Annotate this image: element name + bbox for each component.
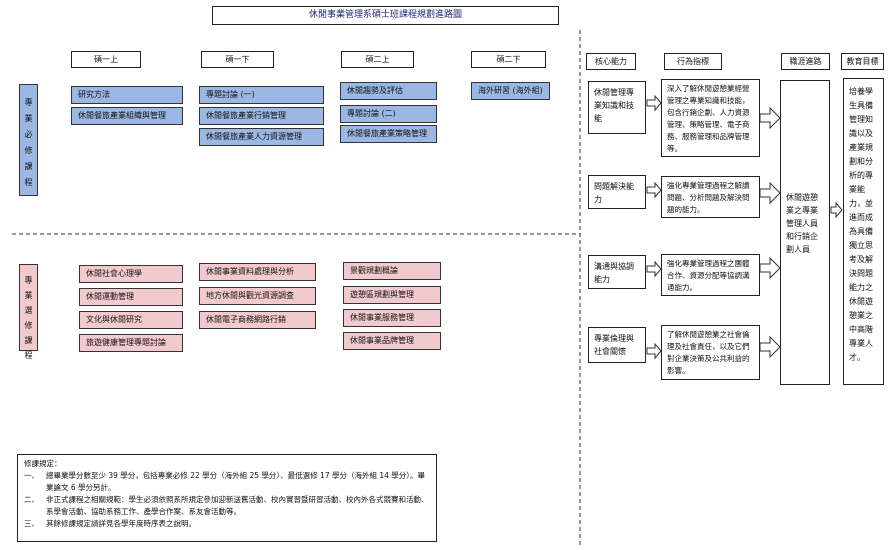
elective-course: 文化與休閒研究 bbox=[79, 311, 183, 329]
course-rule: 二、 非正式課程之相關規範：學生必須依照系所規定參加迎新送舊活動、校內實習暨研習… bbox=[24, 494, 430, 518]
core-ability-item: 休閒管理專業知識和技能 bbox=[588, 81, 646, 134]
elective-course: 旅遊健康管理專題討論 bbox=[79, 334, 183, 352]
elective-course: 休閒事業服務管理 bbox=[343, 309, 441, 327]
behavior-indicator-header: 行為指標 bbox=[664, 53, 722, 70]
elective-course: 休閒運動管理 bbox=[79, 288, 183, 306]
course-rule: 一、 總畢業學分數至少 39 學分，包括專業必修 22 學分（海外組 25 學分… bbox=[24, 470, 430, 494]
elective-courses-label: 專業選修課程 bbox=[19, 264, 38, 360]
course-rule-text: 其餘修課規定請詳見各學年度時序表之說明。 bbox=[46, 519, 196, 528]
elective-course: 遊憩區規劃與管理 bbox=[343, 286, 441, 304]
elective-course: 休閒事業品牌管理 bbox=[343, 332, 441, 350]
required-course: 休閒趨勢及評估 bbox=[340, 82, 437, 100]
course-rule-text: 總畢業學分數至少 39 學分，包括專業必修 22 學分（海外組 25 學分）、最… bbox=[46, 471, 426, 492]
required-courses-label-text: 專業必修課程 bbox=[24, 98, 33, 187]
required-course: 專題討論 (二) bbox=[340, 105, 437, 123]
page-title: 休閒事業管理系碩士班課程規劃進路圖 bbox=[212, 6, 559, 25]
course-rule-text: 非正式課程之相關規範：學生必須依照系所規定參加迎新送舊活動、校內實習暨研習活動、… bbox=[46, 495, 429, 516]
core-ability-header: 核心能力 bbox=[586, 53, 636, 70]
behavior-indicator-item: 強化專業管理過程之解讀問題、分析問題及解決問題的能力。 bbox=[661, 176, 760, 218]
required-course: 休閒餐旅產業組織與管理 bbox=[71, 107, 183, 125]
elective-course: 景觀規劃概論 bbox=[343, 262, 441, 280]
behavior-indicator-item: 強化專業管理過程之團體合作、資源分配等協調溝通能力。 bbox=[661, 254, 760, 296]
required-course: 休閒餐旅產業行銷管理 bbox=[199, 107, 324, 125]
course-rule-number: 三、 bbox=[24, 519, 39, 528]
semester-header-1: 碩一上 bbox=[71, 51, 141, 68]
semester-header-3: 碩二上 bbox=[341, 51, 414, 68]
core-ability-item: 問題解決能力 bbox=[588, 175, 646, 209]
elective-course: 休閒電子商務網路行銷 bbox=[199, 311, 316, 329]
course-rule: 三、 其餘修課規定請詳見各學年度時序表之說明。 bbox=[24, 518, 430, 530]
career-path-box: 休閒遊憩業之專業管理人員和行銷企劃人員 bbox=[780, 80, 830, 385]
behavior-indicator-item: 深入了解休閒遊憩業經營管理之專業知識和技能，包含行銷企劃、人力資源管理、策略管理… bbox=[661, 79, 760, 157]
course-rules-heading: 修課規定： bbox=[24, 459, 62, 468]
semester-header-4: 碩二下 bbox=[471, 51, 546, 68]
required-course: 專題討論 (一) bbox=[199, 86, 324, 104]
elective-courses-label-text: 專業選修課程 bbox=[24, 276, 33, 360]
education-goal-header: 教育目標 bbox=[841, 53, 884, 70]
required-course: 休閒餐旅產業人力資源管理 bbox=[199, 128, 324, 146]
education-goal-box: 培養學生具備管理知識以及產業規劃和分析的專業能力，並進而成為具備獨立思考及解決問… bbox=[843, 78, 884, 385]
required-course: 海外研習 (海外組) bbox=[471, 82, 550, 100]
course-rule-number: 二、 bbox=[24, 495, 39, 504]
course-rule-number: 一、 bbox=[24, 471, 39, 480]
core-ability-item: 溝通與協調能力 bbox=[588, 255, 646, 289]
elective-course: 地方休閒與觀光資源調查 bbox=[199, 287, 316, 305]
required-course: 休閒餐旅產業策略管理 bbox=[340, 125, 437, 143]
elective-course: 休閒事業資料處理與分析 bbox=[199, 263, 316, 281]
course-rules-box: 修課規定： 一、 總畢業學分數至少 39 學分，包括專業必修 22 學分（海外組… bbox=[17, 454, 437, 542]
required-course: 研究方法 bbox=[71, 86, 183, 104]
career-path-header: 職涯進路 bbox=[781, 53, 830, 70]
behavior-indicator-item: 了解休閒遊憩業之社會倫理及社會責任，以及它們對企業決策及公共利益的影響。 bbox=[661, 325, 760, 380]
elective-course: 休閒社會心理學 bbox=[79, 265, 183, 283]
required-courses-label: 專業必修課程 bbox=[19, 84, 38, 196]
semester-header-2: 碩一下 bbox=[201, 51, 274, 68]
core-ability-item: 專業倫理與社會關懷 bbox=[588, 327, 646, 363]
